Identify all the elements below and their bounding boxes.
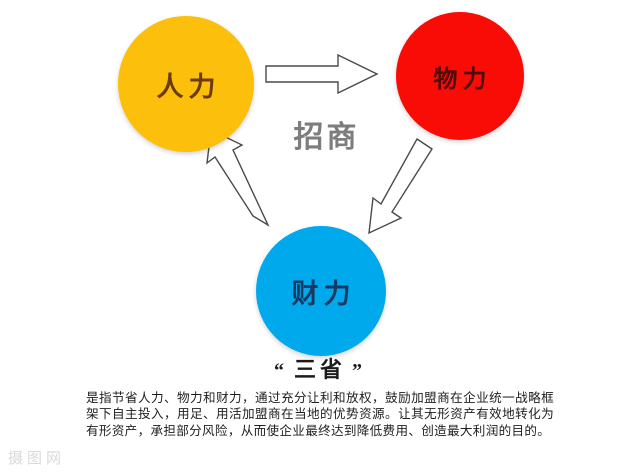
sansheng-title-text: 三省 — [293, 357, 346, 382]
watermark-label: 摄图网 — [8, 450, 66, 467]
node-caili-label: 财力 — [291, 278, 356, 309]
center-caption: 招商 — [293, 121, 360, 154]
node-renli[interactable]: 人力 — [118, 16, 254, 152]
sansheng-title: “三省 ” — [0, 352, 640, 384]
quote-open-mark: “ — [273, 360, 288, 382]
description-text: 是指节省人力、物力和财力，通过充分让利和放权，鼓励加盟商在企业统一战略框架下自主… — [86, 390, 554, 439]
node-caili[interactable]: 财力 — [256, 226, 386, 356]
description-paragraph: 是指节省人力、物力和财力，通过充分让利和放权，鼓励加盟商在企业统一战略框架下自主… — [86, 391, 554, 438]
arrow-renli-to-wuli — [265, 53, 379, 95]
node-wuli[interactable]: 物力 — [396, 12, 524, 140]
node-renli-label: 人力 — [156, 71, 221, 102]
quote-close-mark: ” — [352, 360, 366, 382]
node-wuli-label: 物力 — [433, 66, 492, 93]
